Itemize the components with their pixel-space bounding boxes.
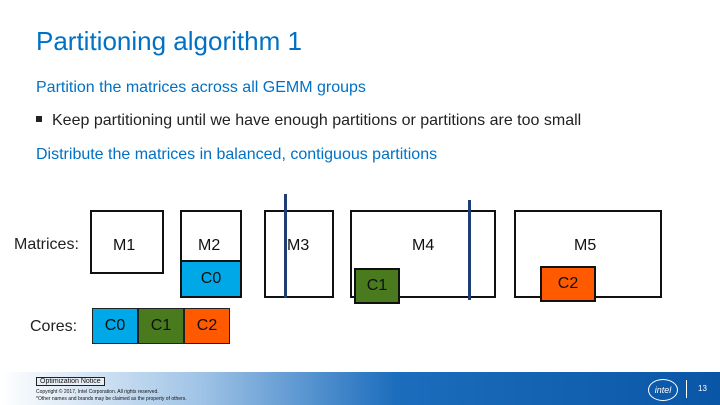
matrix-m3 <box>264 210 334 298</box>
matrix-m4 <box>350 210 496 298</box>
footer-bar <box>0 372 720 405</box>
matrix-m5-label: M5 <box>574 237 597 254</box>
matrix-m1-label: M1 <box>113 237 136 254</box>
matrix-m4-label: M4 <box>412 237 435 254</box>
intel-logo-icon: intel <box>648 379 678 401</box>
partition-divider <box>284 194 287 298</box>
distribute-text: Distribute the matrices in balanced, con… <box>36 146 438 163</box>
matrix-m2-label: M2 <box>198 237 221 254</box>
slide-title: Partitioning algorithm 1 <box>36 26 302 56</box>
partition-divider <box>468 200 471 300</box>
partition-c2: C2 <box>540 266 596 302</box>
core-c0: C0 <box>92 308 138 344</box>
optimization-notice[interactable]: Optimization Notice <box>36 377 105 386</box>
bullet-marker <box>36 115 42 122</box>
page-number: 13 <box>698 384 707 393</box>
core-c1: C1 <box>138 308 184 344</box>
bullet-text: Keep partitioning until we have enough p… <box>52 112 582 129</box>
partition-c1: C1 <box>354 268 400 304</box>
partition-c0: C0 <box>180 260 242 298</box>
matrix-m1 <box>90 210 164 274</box>
bullet-item: Keep partitioning until we have enough p… <box>36 112 581 130</box>
trademark-text: *Other names and brands may be claimed a… <box>36 396 187 402</box>
partition-text: Partition the matrices across all GEMM g… <box>36 79 366 96</box>
copyright-text: Copyright © 2017, Intel Corporation. All… <box>36 389 159 395</box>
matrix-m3-label: M3 <box>287 237 310 254</box>
matrices-label: Matrices: <box>14 236 79 253</box>
core-c2: C2 <box>184 308 230 344</box>
footer-divider <box>686 380 687 398</box>
cores-label: Cores: <box>30 318 78 335</box>
